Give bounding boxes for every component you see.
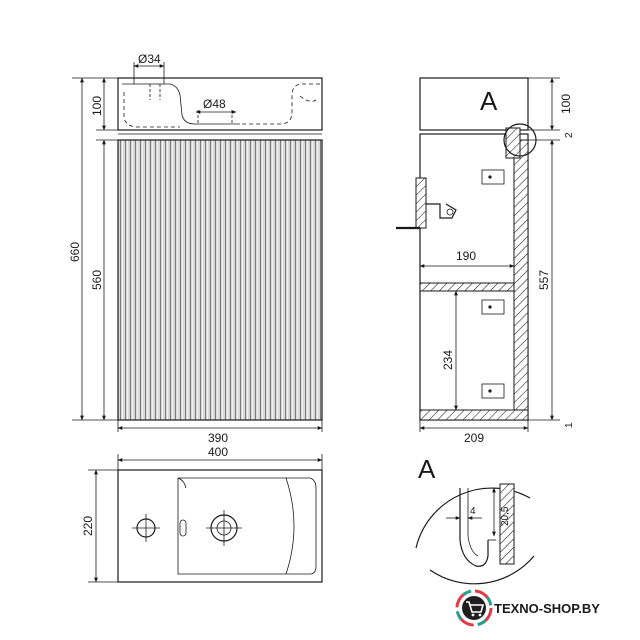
dim-front-total-height: 660 [68,77,118,421]
detail-panel [499,483,515,565]
hinge-icon [426,203,457,219]
dim-front-top-height: 100 [90,77,118,131]
side-body [419,133,529,421]
dim-side-top-height: 100 [528,77,573,131]
dim-detail-height: 20,5 [492,487,511,537]
detail-view: A 4 20,5 [415,454,535,585]
front-cabinet-body [117,139,323,421]
detail-callout-marker: A [480,86,498,116]
bracket-icon [481,383,505,399]
dim-detail-width-label: 4 [470,506,476,517]
dim-side-shelf-height-label: 234 [441,350,455,370]
dim-top-width-label: 400 [208,445,228,459]
dim-front-body-height: 560 [90,139,118,421]
dim-side-shelf-depth-label: 190 [456,249,476,263]
top-view: 400 220 [81,445,323,583]
side-view: A 100 2 557 1 190 234 [396,77,575,445]
hook-profile [459,488,489,567]
brand-ring [455,589,493,627]
detail-title: A [418,454,436,484]
front-sink-top [117,77,323,131]
brand-logo[interactable]: TEXNO-SHOP.BY [455,589,600,627]
cart-icon [466,601,485,613]
brand-text[interactable]: TEXNO-SHOP.BY [494,601,600,616]
dim-side-gap: 2 [564,132,575,138]
bracket-icon [481,299,505,315]
dim-side-gap-label: 2 [564,132,575,138]
dim-detail-height-label: 20,5 [500,506,511,526]
dim-front-total-height-label: 660 [68,242,82,262]
dim-side-bottom-gap-label: 1 [564,422,575,428]
dim-side-depth-label: 209 [464,431,484,445]
dim-front-top-height-label: 100 [90,96,104,116]
dim-side-depth: 209 [419,420,529,445]
dim-hole-small: Ø34 [133,52,165,84]
side-door-edge [415,177,427,229]
dim-side-inner-height-label: 557 [537,270,551,290]
dim-hole-drain: Ø48 [195,97,237,114]
dim-side-top-height-label: 100 [559,94,573,114]
dim-side-inner-height: 557 [528,139,560,421]
front-view: Ø34 Ø48 100 660 560 [68,52,323,445]
dim-hole-drain-label: Ø48 [203,97,226,111]
dim-detail-width: 4 [446,506,482,520]
overflow-slot [179,519,187,537]
dim-front-body-width-label: 390 [208,431,228,445]
side-bottom-panel [419,409,529,421]
top-outline [117,469,323,583]
dim-side-bottom-gap: 1 [564,422,575,428]
dim-top-depth-label: 220 [81,516,95,536]
side-back-wall [513,139,529,421]
dim-top-width: 400 [117,445,323,470]
top-basin [177,477,317,575]
dim-side-shelf-depth: 190 [419,249,515,268]
dim-top-depth: 220 [81,469,118,583]
dim-front-body-height-label: 560 [90,270,104,290]
dim-hole-small-label: Ø34 [138,52,161,66]
dim-side-shelf-height: 234 [441,290,458,411]
dim-front-body-width: 390 [117,420,323,445]
side-top [419,77,529,131]
side-shelf [419,282,515,292]
bracket-icon [481,169,505,185]
